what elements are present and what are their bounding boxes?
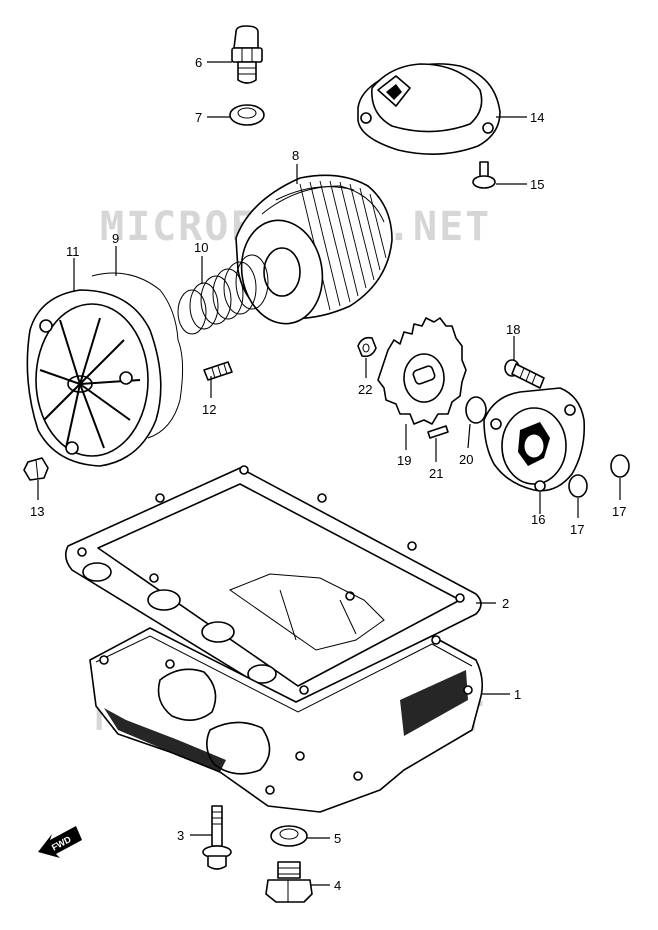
callout-18: 18 bbox=[506, 322, 520, 337]
callout-10: 10 bbox=[194, 240, 208, 255]
callout-22: 22 bbox=[358, 382, 372, 397]
callout-3: 3 bbox=[177, 828, 184, 843]
callout-5: 5 bbox=[334, 831, 341, 846]
part-11-filter-cap[interactable] bbox=[26, 289, 162, 467]
part-8-oil-filter[interactable] bbox=[234, 174, 393, 330]
forward-arrow-icon: FWD bbox=[38, 826, 82, 858]
part-18-bolt[interactable] bbox=[504, 359, 545, 389]
part-19-gear[interactable] bbox=[377, 317, 467, 425]
part-10-spring[interactable] bbox=[177, 254, 269, 335]
part-21-pin[interactable] bbox=[427, 425, 449, 439]
part-22-circlip[interactable] bbox=[357, 336, 377, 358]
part-3-bolt[interactable] bbox=[202, 805, 232, 870]
callout-8: 8 bbox=[292, 148, 299, 163]
callout-17b: 17 bbox=[612, 504, 626, 519]
part-6-switch[interactable] bbox=[231, 25, 263, 84]
part-5-gasket[interactable] bbox=[270, 825, 308, 847]
part-14-cover[interactable] bbox=[357, 63, 501, 155]
part-16-oil-pump[interactable] bbox=[483, 387, 586, 492]
part-12-stud[interactable] bbox=[203, 361, 233, 381]
part-2-gasket[interactable] bbox=[64, 465, 482, 704]
part-9-o-ring[interactable] bbox=[91, 272, 184, 439]
callout-1: 1 bbox=[514, 687, 521, 702]
callout-6: 6 bbox=[195, 55, 202, 70]
callout-16: 16 bbox=[531, 512, 545, 527]
part-7-gasket[interactable] bbox=[229, 104, 265, 126]
part-17-o-ring-b[interactable] bbox=[610, 454, 630, 478]
part-13-nut[interactable] bbox=[23, 457, 49, 481]
callout-4: 4 bbox=[334, 878, 341, 893]
part-17-o-ring-a[interactable] bbox=[568, 474, 588, 498]
callout-21: 21 bbox=[429, 466, 443, 481]
part-4-drain-plug[interactable] bbox=[265, 861, 313, 903]
callout-12: 12 bbox=[202, 402, 216, 417]
part-1-oil-pan[interactable] bbox=[89, 627, 484, 813]
callout-7: 7 bbox=[195, 110, 202, 125]
callout-9: 9 bbox=[112, 231, 119, 246]
callout-2: 2 bbox=[502, 596, 509, 611]
callout-17a: 17 bbox=[570, 522, 584, 537]
callout-14: 14 bbox=[530, 110, 544, 125]
part-15-bolt[interactable] bbox=[472, 161, 496, 189]
part-20-o-ring[interactable] bbox=[465, 396, 487, 424]
callout-13: 13 bbox=[30, 504, 44, 519]
callout-15: 15 bbox=[530, 177, 544, 192]
callout-11: 11 bbox=[66, 244, 80, 259]
callout-19: 19 bbox=[397, 453, 411, 468]
leader-lines bbox=[37, 61, 621, 886]
callout-20: 20 bbox=[459, 452, 473, 467]
